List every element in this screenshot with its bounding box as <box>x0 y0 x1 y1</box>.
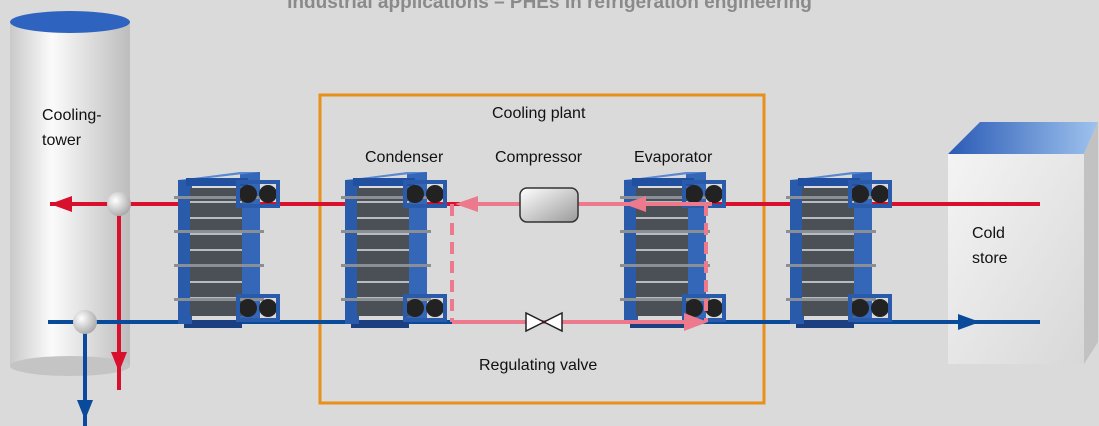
cooling-tower-label-line1: Cooling- <box>42 107 102 124</box>
pipe-junction-icon <box>107 192 131 216</box>
cooling-plant-frame <box>318 93 766 405</box>
condenser-label: Condenser <box>365 149 444 166</box>
condenser-heat-exchanger-icon <box>339 170 447 330</box>
regulating-valve-icon <box>525 311 563 333</box>
cooling-tower-label-line2: tower <box>42 132 82 149</box>
cold-store-label-line1: Cold <box>972 225 1005 242</box>
cold-store <box>948 122 1098 364</box>
plate-heat-exchanger-icon <box>784 170 892 330</box>
plate-heat-exchanger-icon <box>172 170 280 330</box>
regulating-valve-label: Regulating valve <box>479 357 598 374</box>
evaporator-heat-exchanger-icon <box>618 170 726 330</box>
compressor-icon <box>519 187 579 223</box>
evaporator-label: Evaporator <box>634 149 713 166</box>
cooling-plant-label: Cooling plant <box>492 105 586 122</box>
compressor-label: Compressor <box>495 149 583 166</box>
pipe-junction-icon <box>73 310 97 334</box>
cooling-tower <box>10 11 130 376</box>
page-title: Industrial applications – PHEs in refrig… <box>287 0 812 13</box>
refrigerant-loop <box>450 196 712 331</box>
cold-store-label-line2: store <box>972 250 1008 267</box>
